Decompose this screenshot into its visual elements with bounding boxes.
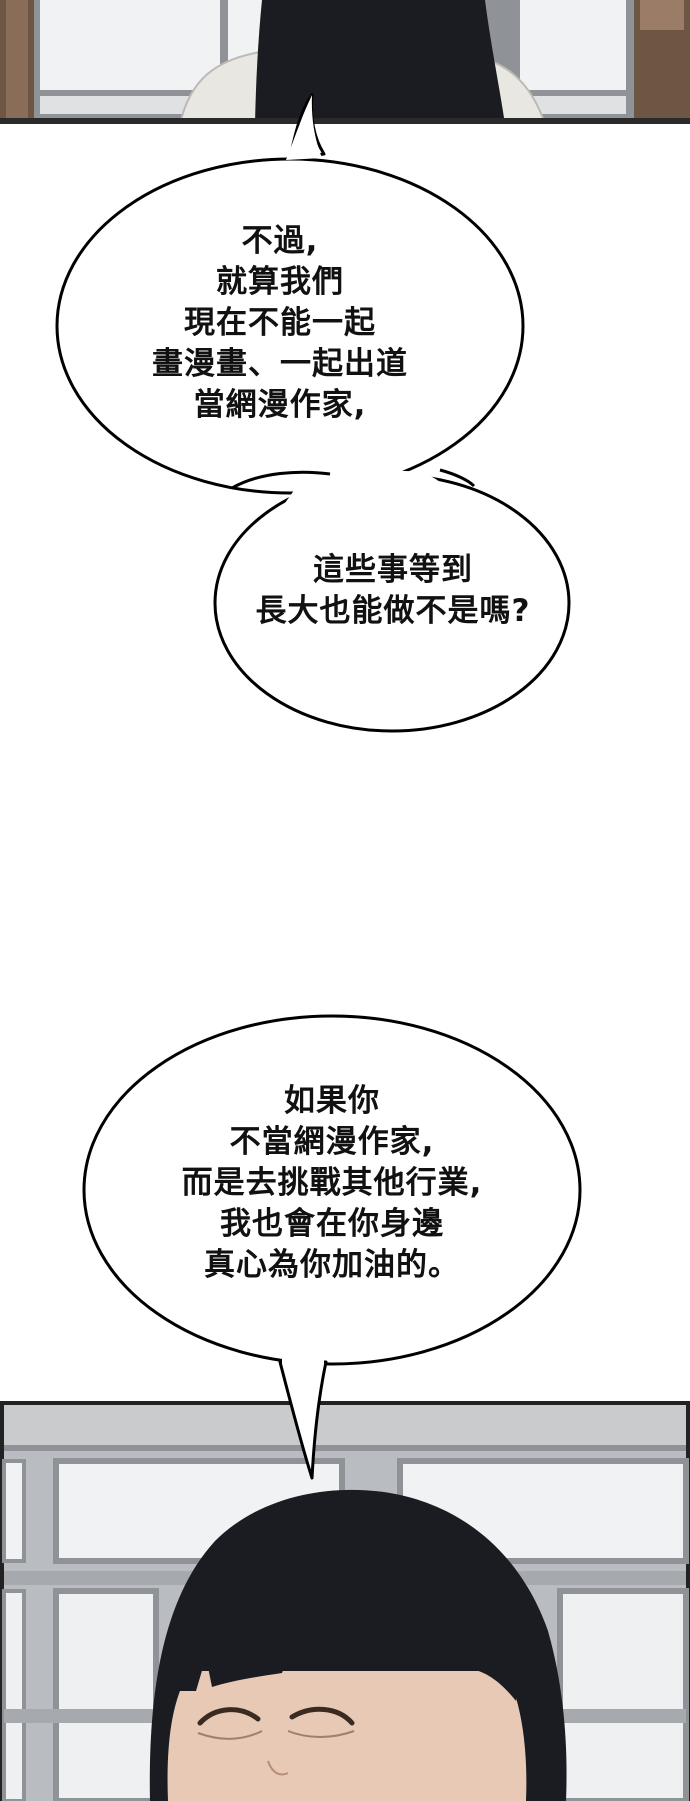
bubble-line: 真心為你加油的。 <box>204 1247 460 1283</box>
bubble-line: 不當網漫作家, <box>229 1124 435 1160</box>
speech-bubble-2-text: 這些事等到 長大也能做不是嗎? <box>228 550 558 632</box>
bubble-line: 現在不能一起 <box>184 305 376 341</box>
top-panel-art <box>0 0 690 124</box>
bubble-line: 我也會在你身邊 <box>220 1206 444 1242</box>
girl-eye-left <box>197 1707 261 1726</box>
bubble-line: 長大也能做不是嗎? <box>255 593 531 629</box>
bubble-line: 畫漫畫、一起出道 <box>152 346 408 382</box>
speech-bubble-2-shape <box>213 468 571 733</box>
girl-bangs <box>175 1537 517 1701</box>
top-panel <box>0 0 690 124</box>
bubble-line: 不過, <box>241 223 319 259</box>
bottom-panel-art <box>0 1401 690 1801</box>
bubble-line: 當網漫作家, <box>193 387 367 423</box>
girl-face <box>167 1671 527 1801</box>
bubble-line: 而是去挑戰其他行業, <box>181 1165 483 1201</box>
speech-bubble-3-shape <box>82 1014 582 1480</box>
bubble-line: 就算我們 <box>216 264 344 300</box>
bubble-line: 如果你 <box>284 1083 380 1119</box>
bubble-line: 這些事等到 <box>313 552 473 588</box>
girl-eye-right <box>289 1706 355 1726</box>
speech-bubble-1-text: 不過, 就算我們 現在不能一起 畫漫畫、一起出道 當網漫作家, <box>130 221 430 426</box>
speech-bubble-1-shape <box>55 93 525 495</box>
bottom-panel <box>0 1401 690 1801</box>
speech-bubble-3-text: 如果你 不當網漫作家, 而是去挑戰其他行業, 我也會在你身邊 真心為你加油的。 <box>147 1081 517 1286</box>
girl-hair-back <box>255 0 505 124</box>
